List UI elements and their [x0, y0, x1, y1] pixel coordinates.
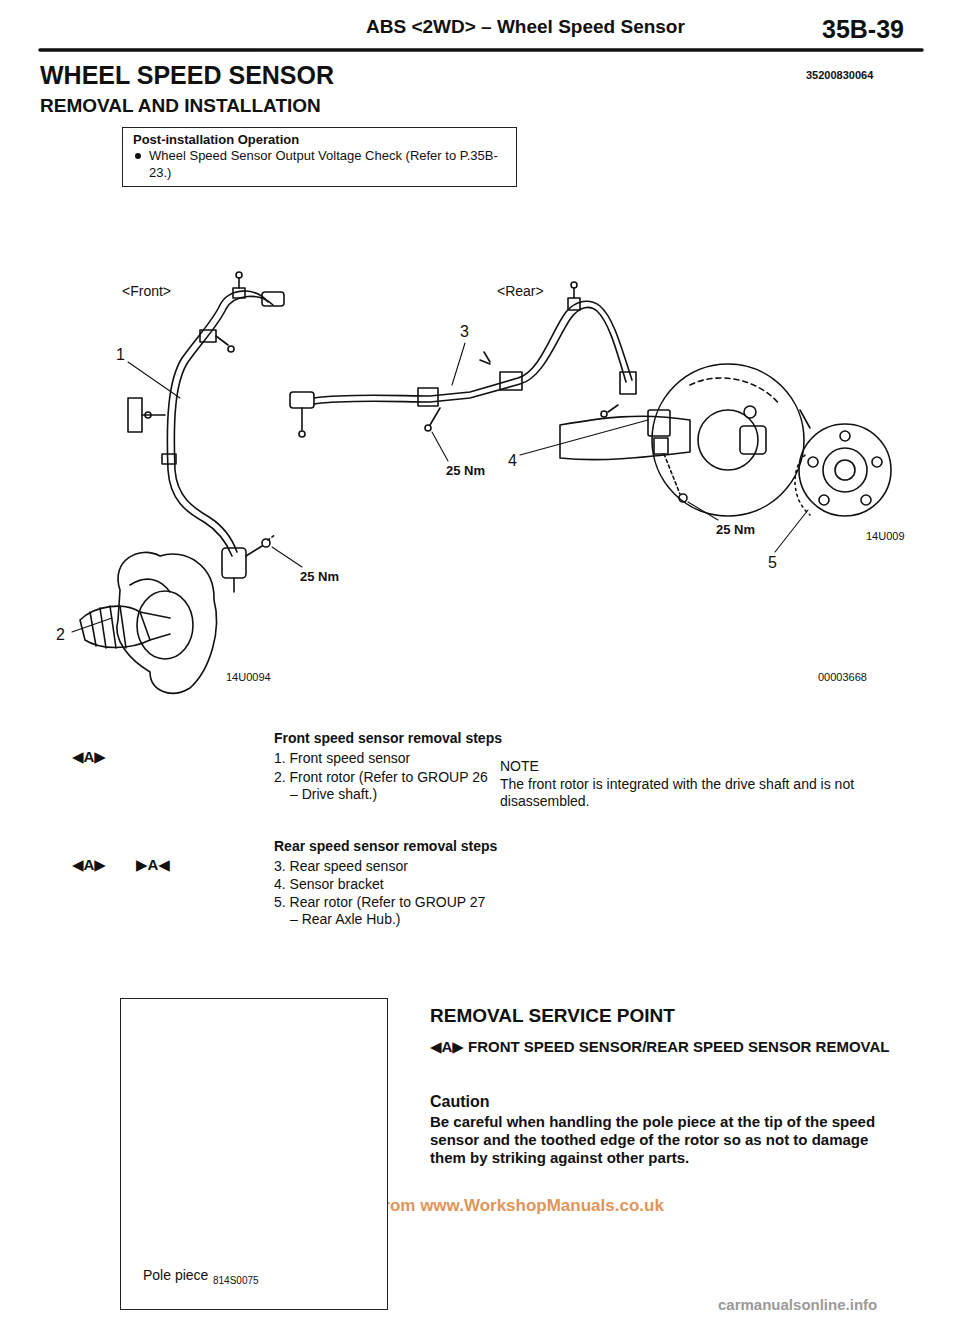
- step-item: 4. Sensor bracket: [274, 876, 384, 893]
- callout-number: 5: [768, 553, 777, 572]
- section-heading: REMOVAL AND INSTALLATION: [40, 95, 321, 118]
- view-label: <Front>: [122, 283, 171, 300]
- operation-box: Post-installation OperationWheel Speed S…: [122, 127, 517, 187]
- figure-code: 814S0075: [213, 1275, 259, 1288]
- caution-text: Be careful when handling the pole piece …: [430, 1113, 908, 1167]
- callout-number: 1: [116, 345, 125, 364]
- document-code: 35200830064: [806, 69, 873, 82]
- caution-heading: Caution: [430, 1092, 490, 1111]
- step-item: 3. Rear speed sensor: [274, 858, 408, 875]
- view-label: <Rear>: [497, 283, 544, 300]
- service-symbol: ◀A▶: [72, 748, 106, 766]
- step-item: 5. Rear rotor (Refer to GROUP 27 – Rear …: [274, 894, 495, 928]
- rear-axle-assembly: [560, 364, 891, 516]
- figure-code: 14U0094: [226, 671, 271, 684]
- figure-code: 00003668: [818, 671, 867, 684]
- service-symbol: ◀A▶: [430, 1038, 464, 1056]
- service-point-title: FRONT SPEED SENSOR/REAR SPEED SENSOR REM…: [468, 1038, 908, 1056]
- step-item: 1. Front speed sensor: [274, 750, 410, 767]
- steps-heading: Rear speed sensor removal steps: [274, 838, 497, 855]
- callout-number: 2: [56, 625, 65, 644]
- figure-box: Pole piece 814S0075: [120, 998, 388, 1310]
- box-item: Wheel Speed Sensor Output Voltage Check …: [133, 148, 506, 181]
- steps-heading: Front speed sensor removal steps: [274, 730, 502, 747]
- note-text: The front rotor is integrated with the d…: [500, 776, 900, 810]
- service-symbol: ◀A▶: [72, 856, 106, 874]
- watermark: carmanualsonline.info: [718, 1296, 877, 1314]
- bullet-dot: [135, 153, 141, 159]
- service-symbol: ▶A◀: [136, 856, 170, 874]
- figure-code: 14U009: [866, 530, 905, 543]
- torque-value: 25 Nm: [716, 522, 755, 538]
- part-label: Pole piece: [143, 1267, 208, 1285]
- front-harness: [128, 272, 284, 592]
- step-item: 2. Front rotor (Refer to GROUP 26 – Driv…: [274, 769, 495, 803]
- rear-harness: [290, 282, 636, 437]
- callout-number: 4: [508, 451, 517, 470]
- note-heading: NOTE: [500, 758, 539, 775]
- callout-number: 3: [460, 322, 469, 341]
- torque-value: 25 Nm: [300, 569, 339, 585]
- leader-lines: [72, 343, 808, 632]
- service-point-heading: REMOVAL SERVICE POINT: [430, 1005, 675, 1028]
- header-text: ABS <2WD> – Wheel Speed Sensor: [366, 16, 685, 39]
- header-rule: [40, 48, 922, 52]
- torque-value: 25 Nm: [446, 463, 485, 479]
- front-knuckle: [80, 552, 217, 693]
- page-title: WHEEL SPEED SENSOR: [40, 60, 334, 90]
- box-heading: Post-installation Operation: [133, 132, 506, 148]
- page-number: 35B-39: [822, 14, 904, 44]
